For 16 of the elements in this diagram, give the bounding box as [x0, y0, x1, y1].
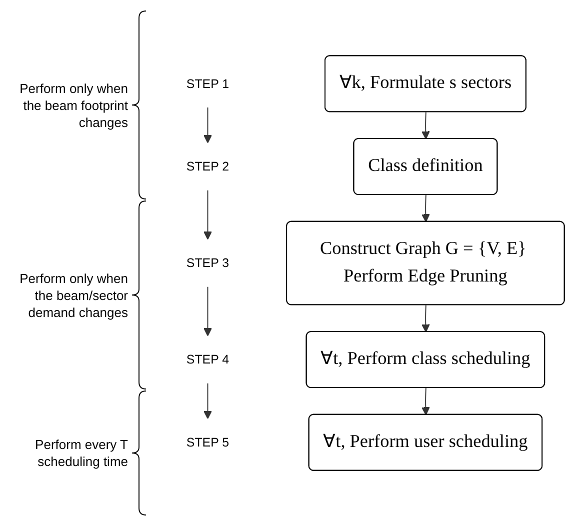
arrow [421, 388, 430, 416]
arrow [204, 286, 212, 336]
arrow [421, 112, 430, 140]
bracket-note: Perform only when the beam/sector demand changes [18, 270, 128, 320]
node-text: STEP 2 [186, 159, 230, 174]
node-text: STEP 5 [186, 434, 230, 450]
node-text: STEP 1 [186, 76, 230, 91]
node-text: STEP 4 [186, 352, 230, 366]
bracket-note: Perform only when the beam footprint changes [18, 80, 128, 130]
arrow [204, 382, 212, 420]
arrow [421, 304, 430, 332]
bracket-note: Perform every T scheduling time [34, 436, 128, 470]
node-text: STEP 3 [186, 256, 230, 270]
arrow [421, 194, 430, 222]
arrow [204, 106, 212, 144]
arrow [204, 190, 212, 240]
